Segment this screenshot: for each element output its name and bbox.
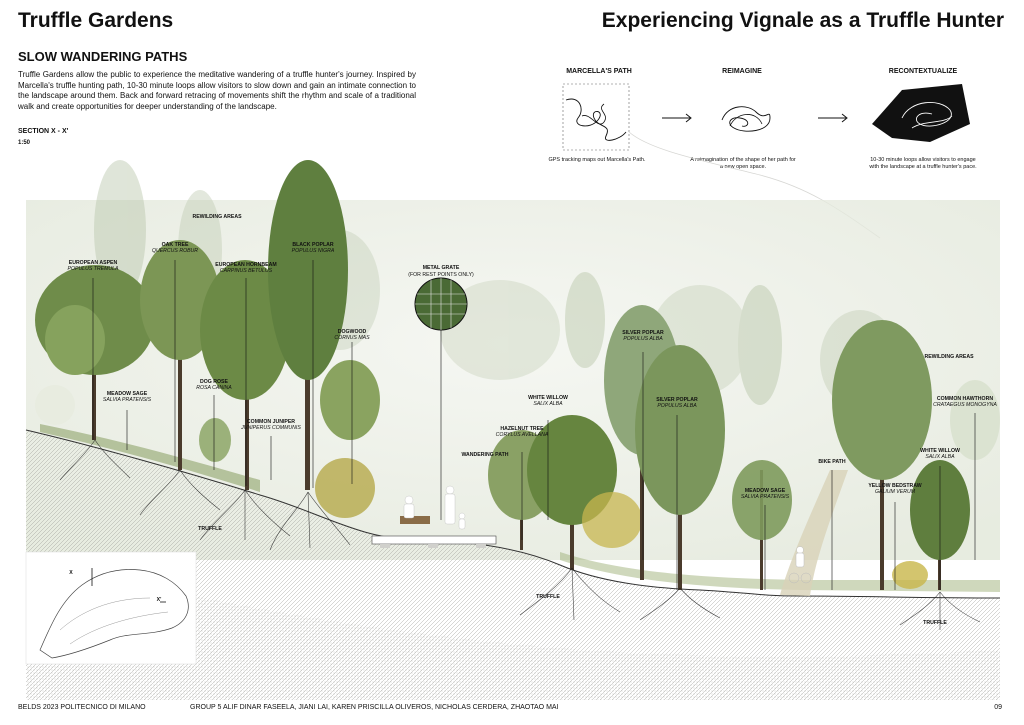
rewilding-areas-label: REWILDING AREAS	[924, 354, 974, 360]
process-caption-recontextualize: 10-30 minute loops allow visitors to eng…	[869, 157, 977, 170]
truffle-label: TRUFFLE	[198, 526, 222, 532]
tree-cluster-left	[35, 160, 380, 518]
reimagine-diagram	[721, 106, 771, 132]
process-caption-marcellas-path: GPS tracking maps out Marcella's Path.	[548, 157, 646, 163]
root-systems	[59, 439, 981, 630]
recontextualize-diagram	[872, 84, 970, 142]
site-inset-map	[25, 551, 197, 665]
footer-group: GROUP 5 ALIF DINAR FASEELA, JIANI LAI, K…	[190, 704, 559, 711]
process-caption-reimagine: A reimagination of the shape of her path…	[690, 157, 796, 170]
page-title: Truffle Gardens	[18, 9, 174, 32]
arrow-icon	[662, 113, 692, 123]
wandering-path-label: WANDERING PATH	[461, 452, 509, 458]
person-icon	[403, 485, 466, 530]
section-label: SECTION X - X'	[18, 128, 69, 135]
section-heading: SLOW WANDERING PATHS	[18, 49, 188, 64]
rest-point	[371, 485, 497, 548]
process-heading-reimagine: REIMAGINE	[722, 68, 762, 75]
truffle-label: TRUFFLE	[536, 594, 560, 600]
intro-paragraph: Truffle Gardens allow the public to expe…	[18, 70, 416, 111]
map-section-marker-x: X	[69, 570, 73, 576]
rewilding-areas-label: REWILDING AREAS	[192, 214, 242, 220]
bike-path-label: BIKE PATH	[818, 459, 846, 465]
section-scale: 1:50	[18, 140, 31, 146]
metal-grate-label: METAL GRATE	[422, 265, 460, 271]
metal-grate-note: (FOR REST POINTS ONLY)	[408, 272, 474, 278]
map-section-marker-x-prime: X'	[156, 597, 162, 603]
footer-institution: BELDS 2023 POLITECNICO DI MILANO	[18, 704, 146, 711]
arrow-icon	[818, 113, 848, 123]
page-number: 09	[994, 704, 1002, 711]
bike-path	[780, 470, 848, 596]
process-heading-marcellas-path: MARCELLA'S PATH	[566, 68, 632, 75]
metal-grate-detail	[414, 277, 468, 520]
page-subtitle-title: Experiencing Vignale as a Truffle Hunter	[601, 9, 1004, 32]
truffle-label: TRUFFLE	[923, 620, 947, 626]
cyclist-icon	[788, 546, 812, 584]
pointer-lines	[92, 260, 976, 590]
process-heading-recontextualize: RECONTEXTUALIZE	[888, 68, 958, 75]
